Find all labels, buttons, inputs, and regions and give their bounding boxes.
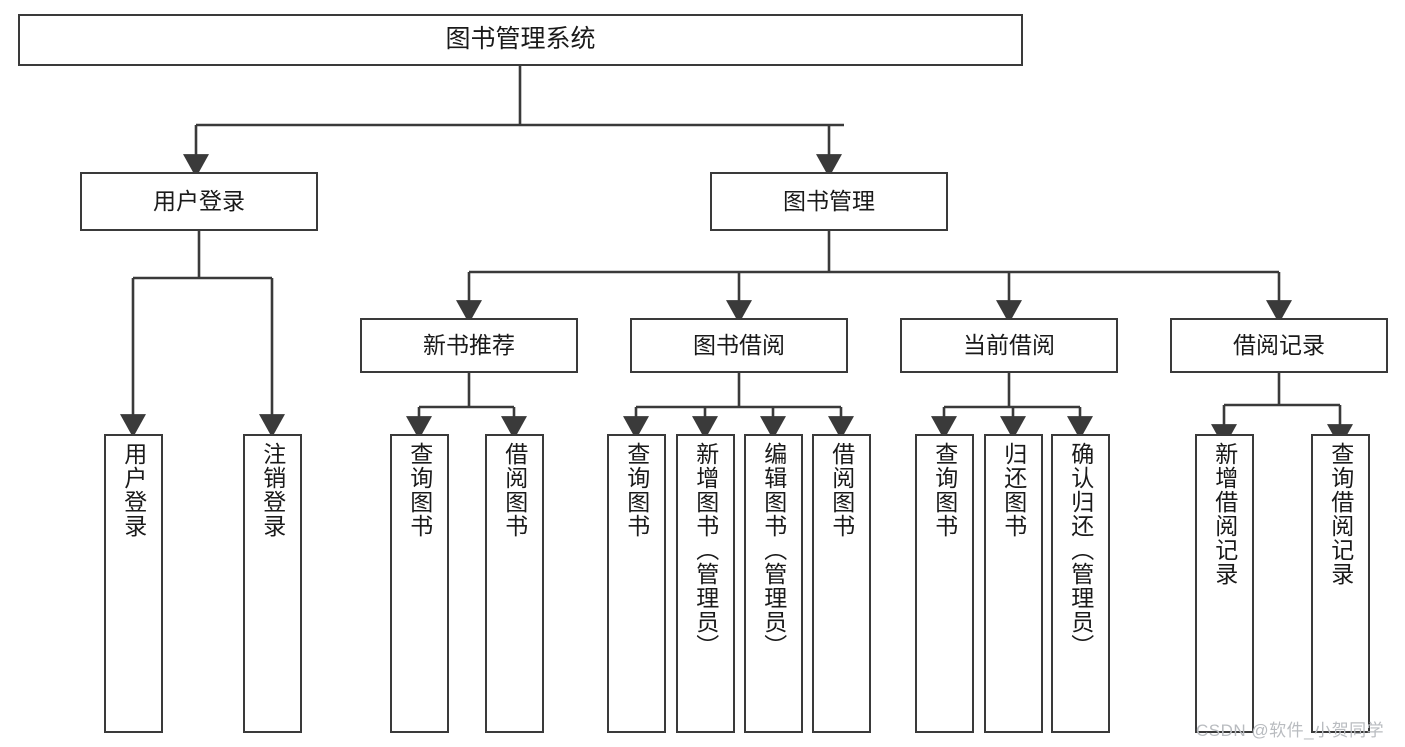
node-leaf-edit-book[interactable]: 编辑图书（管理员） (744, 434, 803, 733)
node-leaf-user-logout[interactable]: 注销登录 (243, 434, 302, 733)
node-leaf-user-logout-label: 注销登录 (259, 442, 286, 538)
node-leaf-query-book-1-label: 查询图书 (406, 442, 433, 538)
node-leaf-borrow-book-2-label: 借阅图书 (828, 442, 855, 538)
node-borrow-record[interactable]: 借阅记录 (1170, 318, 1388, 373)
node-leaf-query-book-2-label: 查询图书 (623, 442, 650, 538)
node-leaf-query-book-3-label: 查询图书 (931, 442, 958, 538)
node-leaf-add-book-label: 新增图书（管理员） (692, 442, 719, 658)
node-new-book-recommend[interactable]: 新书推荐 (360, 318, 578, 373)
node-book-management-label: 图书管理 (783, 187, 875, 214)
node-book-borrow[interactable]: 图书借阅 (630, 318, 848, 373)
node-leaf-return-book[interactable]: 归还图书 (984, 434, 1043, 733)
node-leaf-confirm-return-label: 确认归还（管理员） (1067, 442, 1094, 658)
csdn-watermark: CSDN @软件_小贺同学 (1196, 721, 1385, 740)
node-user-login[interactable]: 用户登录 (80, 172, 318, 231)
node-borrow-record-label: 借阅记录 (1233, 331, 1325, 358)
node-leaf-borrow-book-1-label: 借阅图书 (501, 442, 528, 538)
node-root[interactable]: 图书管理系统 (18, 14, 1023, 66)
node-leaf-query-record[interactable]: 查询借阅记录 (1311, 434, 1370, 733)
node-current-borrow-label: 当前借阅 (963, 331, 1055, 358)
node-leaf-confirm-return[interactable]: 确认归还（管理员） (1051, 434, 1110, 733)
node-leaf-edit-book-label: 编辑图书（管理员） (760, 442, 787, 658)
node-current-borrow[interactable]: 当前借阅 (900, 318, 1118, 373)
node-book-management[interactable]: 图书管理 (710, 172, 948, 231)
node-leaf-user-login[interactable]: 用户登录 (104, 434, 163, 733)
node-new-book-recommend-label: 新书推荐 (423, 331, 515, 358)
node-leaf-query-book-2[interactable]: 查询图书 (607, 434, 666, 733)
node-leaf-user-login-label: 用户登录 (120, 442, 147, 538)
node-user-login-label: 用户登录 (153, 187, 245, 214)
node-leaf-borrow-book-2[interactable]: 借阅图书 (812, 434, 871, 733)
node-leaf-query-book-1[interactable]: 查询图书 (390, 434, 449, 733)
node-leaf-query-book-3[interactable]: 查询图书 (915, 434, 974, 733)
node-leaf-borrow-book-1[interactable]: 借阅图书 (485, 434, 544, 733)
node-leaf-return-book-label: 归还图书 (1000, 442, 1027, 538)
node-leaf-add-record[interactable]: 新增借阅记录 (1195, 434, 1254, 733)
node-book-borrow-label: 图书借阅 (693, 331, 785, 358)
node-root-label: 图书管理系统 (445, 25, 596, 54)
node-leaf-query-record-label: 查询借阅记录 (1327, 442, 1354, 586)
node-leaf-add-book[interactable]: 新增图书（管理员） (676, 434, 735, 733)
node-leaf-add-record-label: 新增借阅记录 (1211, 442, 1238, 586)
